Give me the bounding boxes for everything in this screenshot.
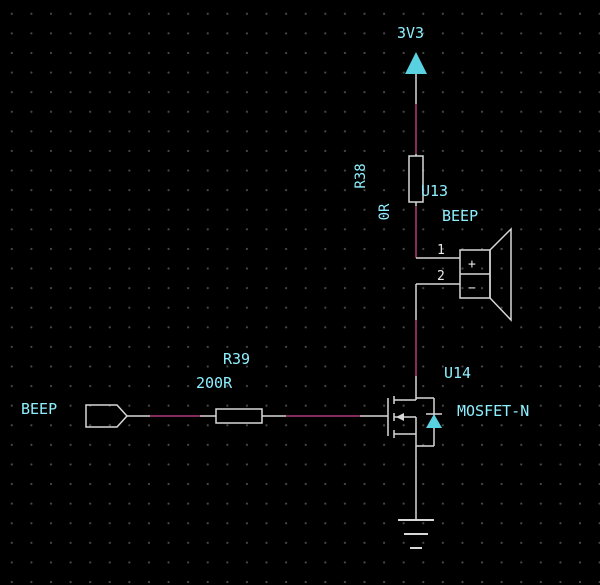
mosfet-u14[interactable] <box>387 390 442 447</box>
r38-value: 0R <box>377 203 393 220</box>
net-port-beep[interactable] <box>85 404 129 428</box>
ground-symbol[interactable] <box>398 519 434 549</box>
power-flag-3v3[interactable] <box>405 52 427 74</box>
u14-designator: U14 <box>444 364 471 382</box>
resistor-r39[interactable] <box>215 408 263 424</box>
u13-value: BEEP <box>442 207 478 225</box>
r39-designator: R39 <box>223 350 250 368</box>
r38-designator: R38 <box>353 163 369 188</box>
port-label: BEEP <box>21 400 57 418</box>
u13-pin2-number: 2 <box>437 269 445 284</box>
u13-designator: U13 <box>421 182 448 200</box>
r39-value: 200R <box>196 374 233 392</box>
u13-pin1-number: 1 <box>437 243 445 258</box>
buzzer-minus-sign: − <box>468 281 476 296</box>
u14-value: MOSFET-N <box>457 402 529 420</box>
power-label: 3V3 <box>397 24 424 42</box>
buzzer-plus-sign: + <box>468 257 476 272</box>
buzzer-u13-horn <box>489 227 512 322</box>
